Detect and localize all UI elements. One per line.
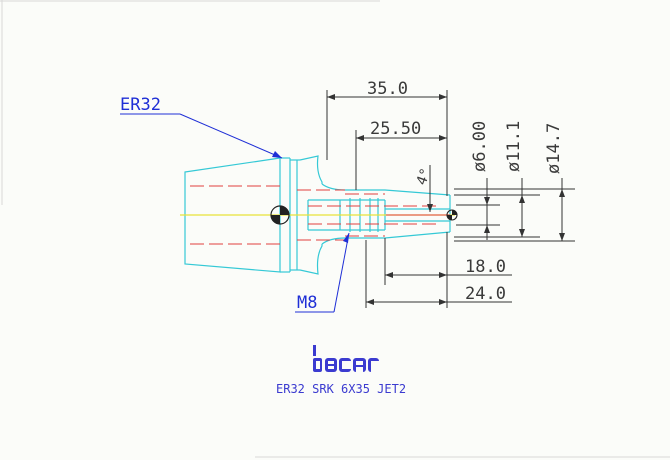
dim-18-arrow-left — [385, 272, 393, 278]
hidden-lines — [190, 185, 440, 245]
dim-35-arrow-right — [439, 94, 447, 100]
center-mark-left — [270, 205, 290, 225]
dim-text-2550: 25.50 — [370, 119, 421, 139]
dim-dia6-arrow-bottom — [484, 225, 490, 233]
dim-dia14-arrow-bottom — [559, 233, 565, 241]
dim-dia11-arrow-top — [519, 195, 525, 203]
dim-2550-arrow-left — [356, 135, 364, 141]
dim-text-18: 18.0 — [465, 257, 506, 277]
dim-18-arrow-right — [439, 272, 447, 278]
callout-m8-leader — [333, 232, 350, 313]
dim-text-dia14: ø14.7 — [544, 123, 564, 174]
callout-m8 — [295, 232, 350, 313]
dim-dia11-arrow-bottom — [519, 229, 525, 237]
dim-text-35: 35.0 — [367, 79, 408, 99]
dim-text-angle: 4° — [414, 166, 435, 187]
dim-text-dia6: ø6.00 — [470, 121, 490, 172]
shank-bottom — [321, 231, 451, 245]
callout-er32-leader — [179, 113, 283, 159]
callout-er32-arrow — [272, 151, 282, 158]
dim-24-arrow-right — [439, 299, 447, 305]
callout-er32 — [120, 113, 283, 159]
dim-2550-arrow-right — [439, 135, 447, 141]
center-mark-right — [446, 209, 458, 221]
callout-er32-label: ER32 — [120, 95, 161, 115]
dim-35-arrow-left — [327, 94, 335, 100]
iscar-logo — [313, 345, 379, 372]
callout-m8-arrow — [343, 233, 349, 243]
dim-dia6-arrow-top — [484, 197, 490, 205]
dimension-lines — [326, 90, 575, 308]
callout-m8-text: M8 — [297, 293, 317, 313]
dim-text-dia11: ø11.1 — [504, 121, 524, 172]
part-code: ER32 SRK 6X35 JET2 — [276, 382, 406, 396]
dim-dia14-arrow-top — [559, 189, 565, 197]
neck-bottom-curve — [299, 244, 323, 275]
neck-top-curve — [299, 155, 323, 184]
dim-text-24: 24.0 — [465, 284, 506, 304]
dim-angle-arrow — [427, 204, 433, 212]
dim-24-arrow-left — [366, 299, 374, 305]
